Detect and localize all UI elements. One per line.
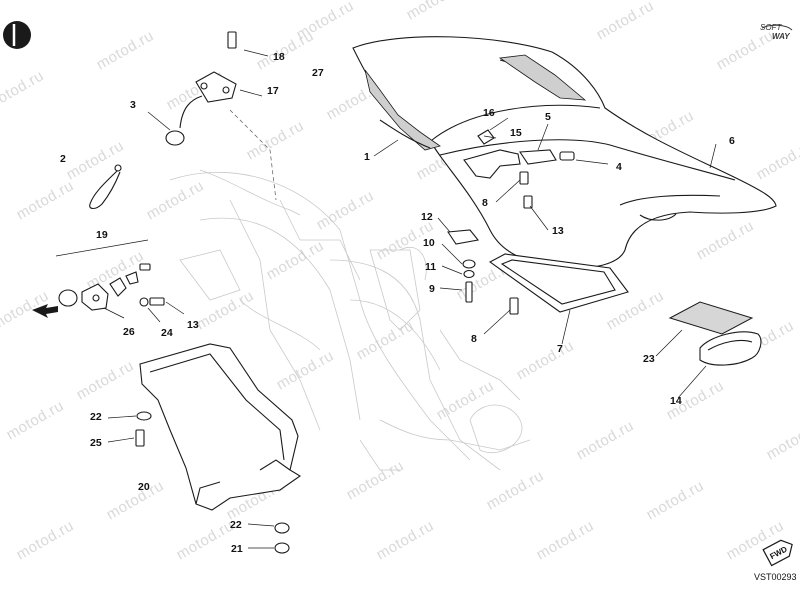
watermark-text: motod.ru xyxy=(194,287,257,333)
watermark-text: motod.ru xyxy=(514,337,577,383)
callout-number: 27 xyxy=(312,67,324,79)
callout-number: 3 xyxy=(130,99,136,111)
lock-cylinder-group xyxy=(55,239,165,311)
watermark-text: motod.ru xyxy=(404,0,467,23)
seat-pan-frame xyxy=(488,253,629,313)
callout-number: 4 xyxy=(616,161,622,173)
watermark-text: motod.ru xyxy=(574,417,637,463)
callout-number: 16 xyxy=(483,107,495,119)
callout-number: 17 xyxy=(267,85,279,97)
watermark-text: motod.ru xyxy=(484,467,547,513)
drawing-code: VST00293 xyxy=(754,572,797,582)
watermark-text: motod.ru xyxy=(254,27,317,73)
watermark-text: motod.ru xyxy=(14,517,77,563)
watermark-text: motod.ru xyxy=(644,477,707,523)
callout-number: 13 xyxy=(552,225,564,237)
watermark-text: motod.ru xyxy=(764,417,800,463)
watermark-text: motod.ru xyxy=(264,237,327,283)
watermark-text: motod.ru xyxy=(144,177,207,223)
half-circle-icon xyxy=(3,21,31,49)
callout-number: 11 xyxy=(425,261,436,273)
watermark-text: motod.ru xyxy=(244,117,307,163)
watermark-text: motod.ru xyxy=(314,187,377,233)
cable-part xyxy=(89,164,122,210)
callout-number: 12 xyxy=(421,211,433,223)
callout-number: 22 xyxy=(230,519,242,531)
callout-number: 20 xyxy=(138,481,150,493)
watermark-text: motod.ru xyxy=(14,177,77,223)
watermark-text: motod.ru xyxy=(434,377,497,423)
logo-way-text: WAY xyxy=(772,32,790,41)
undertray-fasteners xyxy=(135,411,290,554)
callout-number: 22 xyxy=(90,411,102,423)
callout-number: 24 xyxy=(161,327,173,339)
callout-number: 10 xyxy=(423,237,435,249)
watermark-text: motod.ru xyxy=(174,517,237,563)
callout-number: 19 xyxy=(96,229,108,241)
watermark-text: motod.ru xyxy=(754,137,800,183)
watermark-text: motod.ru xyxy=(534,517,597,563)
callout-number: 2 xyxy=(60,153,66,165)
fastener-stack xyxy=(447,229,519,315)
callout-number: 8 xyxy=(471,333,477,345)
callout-number: 14 xyxy=(670,395,682,407)
callout-number: 15 xyxy=(510,127,522,139)
leader-lines xyxy=(103,49,717,549)
callout-number: 5 xyxy=(545,111,551,123)
watermark-text: motod.ru xyxy=(594,0,657,43)
callout-number: 13 xyxy=(187,319,199,331)
watermark-text: motod.ru xyxy=(344,457,407,503)
ghost-frame xyxy=(169,169,531,471)
arrow-left-icon xyxy=(32,304,58,318)
seat-lock xyxy=(165,31,277,201)
seat-pads xyxy=(668,301,762,366)
fwd-tag-icon: FWD xyxy=(762,539,793,567)
callout-number: 23 xyxy=(643,353,655,365)
callout-number: 7 xyxy=(557,343,563,355)
watermark-text: motod.ru xyxy=(94,27,157,73)
callout-number: 21 xyxy=(231,543,243,555)
logo-soft-text: SOFT xyxy=(760,23,782,32)
watermark-text: motod.ru xyxy=(4,397,67,443)
callout-labels: 1234567889101112131314151617181920212222… xyxy=(60,51,735,555)
callout-number: 26 xyxy=(123,326,135,338)
callout-number: 8 xyxy=(482,197,488,209)
watermark-text: motod.ru xyxy=(274,347,337,393)
callout-number: 6 xyxy=(729,135,735,147)
undertray-panel xyxy=(139,343,302,511)
watermark-text: motod.ru xyxy=(714,27,777,73)
callout-number: 9 xyxy=(429,283,435,295)
watermark-text: motod.ru xyxy=(104,477,167,523)
watermark-text: motod.ru xyxy=(74,357,137,403)
softway-logo: SOFT WAY xyxy=(760,23,793,41)
callout-number: 25 xyxy=(90,437,102,449)
watermark-text: motod.ru xyxy=(694,217,757,263)
callout-number: 1 xyxy=(364,151,370,163)
callout-number: 18 xyxy=(273,51,285,63)
watermark-text: motod.ru xyxy=(0,67,47,113)
seat-brackets xyxy=(463,129,575,209)
watermark-text: motod.ru xyxy=(374,517,437,563)
watermark-text: motod.ru xyxy=(64,137,127,183)
